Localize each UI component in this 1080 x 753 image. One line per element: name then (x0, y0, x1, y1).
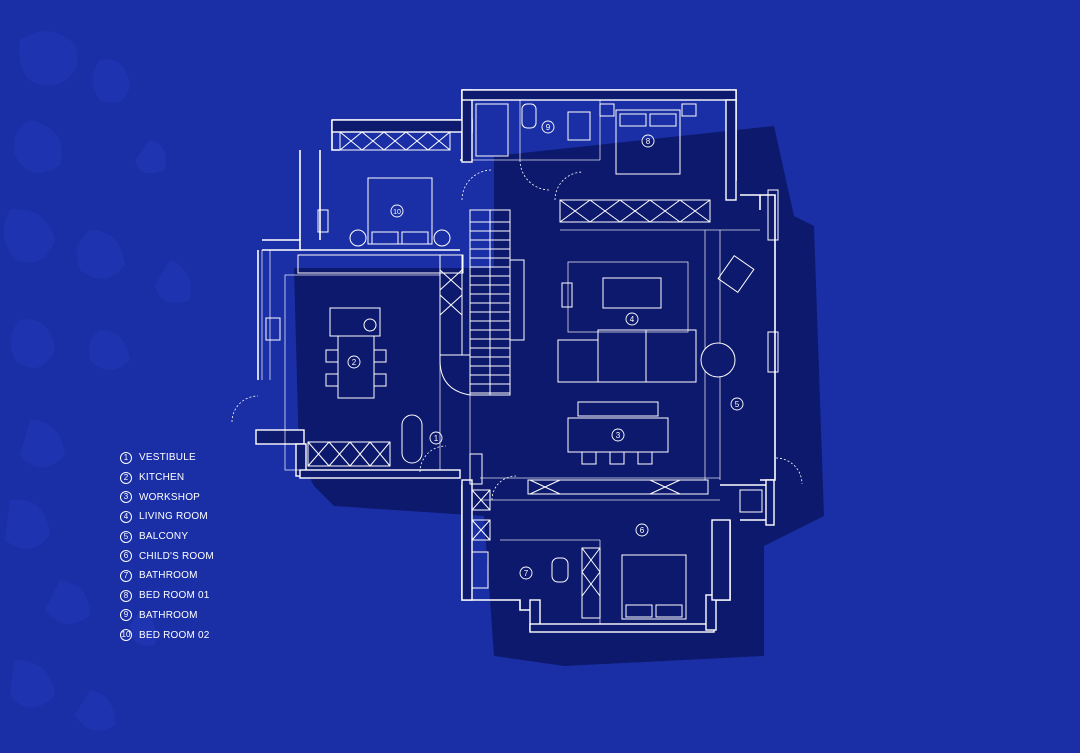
legend-label: BALCONY (139, 531, 189, 543)
legend-item: 1 VESTIBULE (120, 448, 320, 468)
legend-item: 7 BATHROOM (120, 566, 320, 586)
svg-text:3: 3 (616, 431, 621, 440)
legend-item: 10 BED ROOM 02 (120, 625, 320, 645)
room-marker-2: 2 (347, 355, 361, 369)
svg-text:4: 4 (630, 315, 635, 324)
cabinets (297, 131, 711, 619)
legend-number: 3 (120, 491, 132, 504)
doors (231, 159, 803, 501)
svg-text:8: 8 (646, 137, 651, 146)
legend-label: BATHROOM (139, 609, 198, 621)
room-legend: 1 VESTIBULE 2 KITCHEN 3 WORKSHOP 4 LIVING RO… (120, 448, 320, 645)
wall-fills (255, 89, 775, 633)
legend-number: 6 (120, 550, 132, 563)
room-marker-5: 5 (730, 397, 744, 411)
legend-label: WORKSHOP (139, 491, 201, 503)
legend-label: BATHROOM (139, 570, 198, 582)
svg-text:6: 6 (640, 526, 645, 535)
legend-item: 4 LIVING ROOM (120, 507, 320, 527)
svg-text:1: 1 (434, 434, 439, 443)
legend-number: 4 (120, 510, 132, 523)
legend-number: 9 (120, 609, 132, 622)
background-pattern (3, 31, 191, 731)
room-marker-1: 1 (429, 431, 443, 445)
room-marker-3: 3 (611, 428, 625, 442)
legend-number: 2 (120, 471, 132, 484)
room-marker-6: 6 (635, 523, 649, 537)
legend-item: 8 BED ROOM 01 (120, 586, 320, 606)
legend-item: 6 CHILD'S ROOM (120, 546, 320, 566)
staircase (439, 209, 525, 396)
legend-number: 10 (120, 629, 132, 642)
legend-label: VESTIBULE (139, 452, 196, 464)
furniture (265, 103, 779, 620)
legend-item: 9 BATHROOM (120, 606, 320, 626)
room-marker-4: 4 (625, 312, 639, 326)
room-marker-8: 8 (641, 134, 655, 148)
svg-text:7: 7 (524, 569, 529, 578)
legend-label: BED ROOM 01 (139, 590, 210, 602)
room-marker-10: 10 (390, 204, 404, 218)
svg-text:2: 2 (352, 358, 357, 367)
room-marker-9: 9 (541, 120, 555, 134)
legend-number: 8 (120, 589, 132, 602)
legend-number: 5 (120, 530, 132, 543)
legend-label: LIVING ROOM (139, 511, 208, 523)
legend-label: BED ROOM 02 (139, 629, 210, 641)
svg-text:5: 5 (735, 400, 740, 409)
svg-text:10: 10 (393, 209, 401, 216)
legend-label: CHILD'S ROOM (139, 550, 214, 562)
room-labels: 1 2 3 4 5 6 7 8 (347, 120, 744, 580)
legend-item: 3 WORKSHOP (120, 487, 320, 507)
room-marker-7: 7 (519, 566, 533, 580)
legend-number: 7 (120, 569, 132, 582)
svg-text:9: 9 (546, 123, 551, 132)
legend-item: 2 KITCHEN (120, 468, 320, 488)
legend-item: 5 BALCONY (120, 527, 320, 547)
legend-number: 1 (120, 451, 132, 464)
plan-shadow (294, 126, 824, 666)
legend-label: KITCHEN (139, 472, 185, 484)
